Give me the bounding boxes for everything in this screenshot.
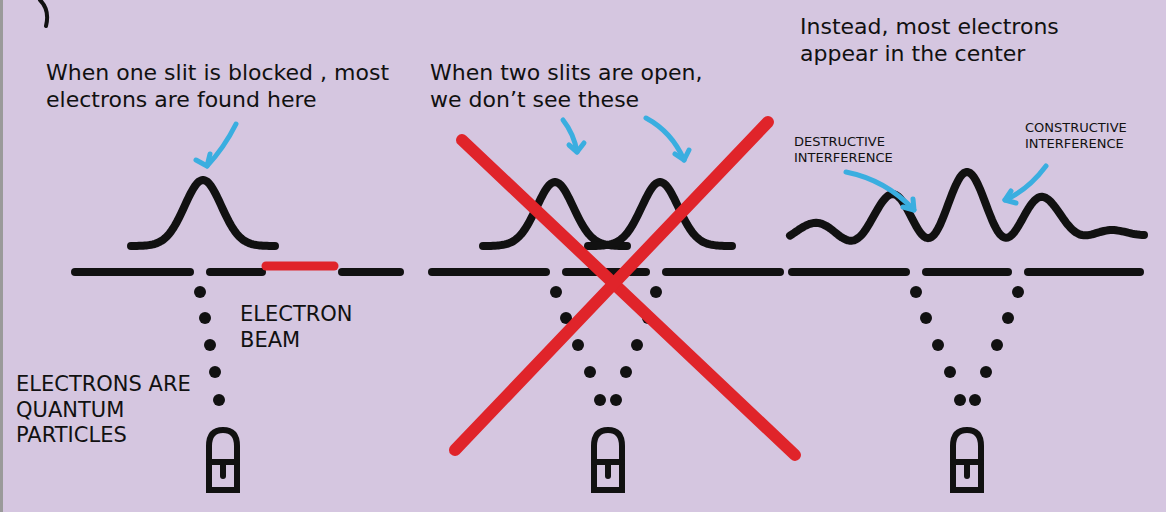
electron-guns	[209, 430, 981, 490]
beam-label: ELECTRON BEAM	[240, 302, 380, 353]
annotation-label: DESTRUCTIVE INTERFERENCE	[794, 134, 924, 166]
annotation-label: CONSTRUCTIVE INTERFERENCE	[1025, 120, 1155, 152]
distribution-curve	[790, 172, 1144, 241]
cut-glyph	[40, 0, 47, 26]
slit-blocker	[266, 262, 334, 271]
distribution-curves	[131, 172, 1144, 246]
distribution-curve	[131, 180, 275, 246]
electron-dots	[194, 286, 1024, 406]
frame-edge	[0, 0, 3, 512]
cross-out	[455, 122, 795, 455]
distribution-curve	[483, 182, 627, 246]
note-label: ELECTRONS ARE QUANTUM PARTICLES	[16, 372, 191, 449]
panel-caption: When one slit is blocked , most electron…	[46, 60, 426, 114]
pointer-arrows	[196, 118, 1046, 210]
panel-caption: Instead, most electrons appear in the ce…	[800, 14, 1100, 68]
panel-caption: When two slits are open, we don’t see th…	[430, 60, 730, 114]
